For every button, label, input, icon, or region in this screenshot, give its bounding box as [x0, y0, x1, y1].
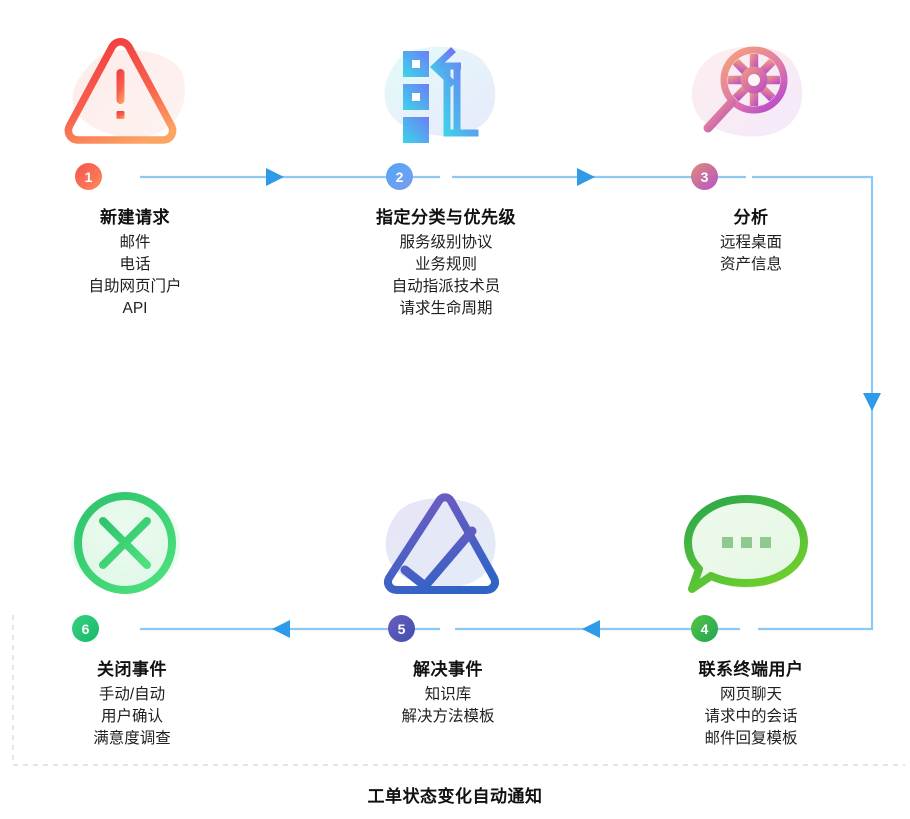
step-1-items: 邮件 电话 自助网页门户 API — [0, 232, 285, 320]
step-3: 3 分析 远程桌面 资产信息 — [601, 20, 901, 276]
step-3-badge-row: 3 — [601, 160, 901, 194]
speech-bubble-icon — [601, 472, 901, 612]
step-2-badge: 2 — [386, 163, 413, 190]
step-4-item: 邮件回复模板 — [704, 730, 798, 747]
step-4-badge: 4 — [691, 615, 718, 642]
step-6-item: 用户确认 — [100, 708, 163, 725]
step-1-item: 自助网页门户 — [88, 278, 182, 295]
step-3-items: 远程桌面 资产信息 — [601, 232, 901, 276]
step-6-item: 手动/自动 — [98, 686, 166, 703]
step-1-badge: 1 — [75, 163, 102, 190]
step-5: 5 解决事件 知识库 解决方法模板 — [298, 472, 598, 728]
step-1-item: 电话 — [119, 256, 151, 273]
step-3-item: 远程桌面 — [719, 234, 782, 251]
step-6-items: 手动/自动 用户确认 满意度调查 — [0, 684, 282, 750]
step-6: 6 关闭事件 手动/自动 用户确认 满意度调查 — [0, 472, 282, 750]
step-2-item: 自动指派技术员 — [391, 278, 501, 295]
step-1-badge-row: 1 — [0, 160, 285, 194]
magnifier-gear-icon — [601, 20, 901, 160]
step-2-item: 业务规则 — [414, 256, 477, 273]
step-3-item: 资产信息 — [719, 256, 782, 273]
step-5-badge-row: 5 — [298, 612, 598, 646]
step-4: 4 联系终端用户 网页聊天 请求中的会话 邮件回复模板 — [601, 472, 901, 750]
step-6-item: 满意度调查 — [93, 730, 171, 747]
step-2-item: 请求生命周期 — [399, 300, 493, 317]
step-6-badge: 6 — [72, 615, 99, 642]
step-4-title: 联系终端用户 — [698, 660, 804, 679]
step-1-title: 新建请求 — [100, 208, 170, 227]
step-1-item: 邮件 — [119, 234, 151, 251]
step-6-title: 关闭事件 — [97, 660, 167, 679]
circle-x-icon — [0, 472, 282, 612]
step-4-item: 网页聊天 — [719, 686, 782, 703]
step-5-item: 解决方法模板 — [401, 708, 495, 725]
step-3-badge: 3 — [691, 163, 718, 190]
step-2: 2 指定分类与优先级 服务级别协议 业务规则 自动指派技术员 请求生命周期 — [296, 20, 596, 320]
step-4-items: 网页聊天 请求中的会话 邮件回复模板 — [601, 684, 901, 750]
step-2-items: 服务级别协议 业务规则 自动指派技术员 请求生命周期 — [296, 232, 596, 320]
step-5-title: 解决事件 — [413, 660, 483, 679]
step-4-item: 请求中的会话 — [704, 708, 798, 725]
step-6-badge-row: 6 — [0, 612, 282, 646]
warning-triangle-icon — [0, 20, 285, 160]
step-3-title: 分析 — [733, 208, 769, 227]
step-5-item: 知识库 — [424, 686, 472, 703]
step-1: 1 新建请求 邮件 电话 自助网页门户 API — [0, 20, 285, 320]
categorize-priority-icon — [296, 20, 596, 160]
step-2-badge-row: 2 — [296, 160, 596, 194]
triangle-check-icon — [298, 472, 598, 612]
step-4-badge-row: 4 — [601, 612, 901, 646]
footer-caption: 工单状态变化自动通知 — [367, 787, 543, 806]
step-1-item: API — [122, 300, 148, 317]
step-2-title: 指定分类与优先级 — [376, 208, 516, 227]
step-2-item: 服务级别协议 — [399, 234, 493, 251]
step-5-items: 知识库 解决方法模板 — [298, 684, 598, 728]
step-5-badge: 5 — [388, 615, 415, 642]
